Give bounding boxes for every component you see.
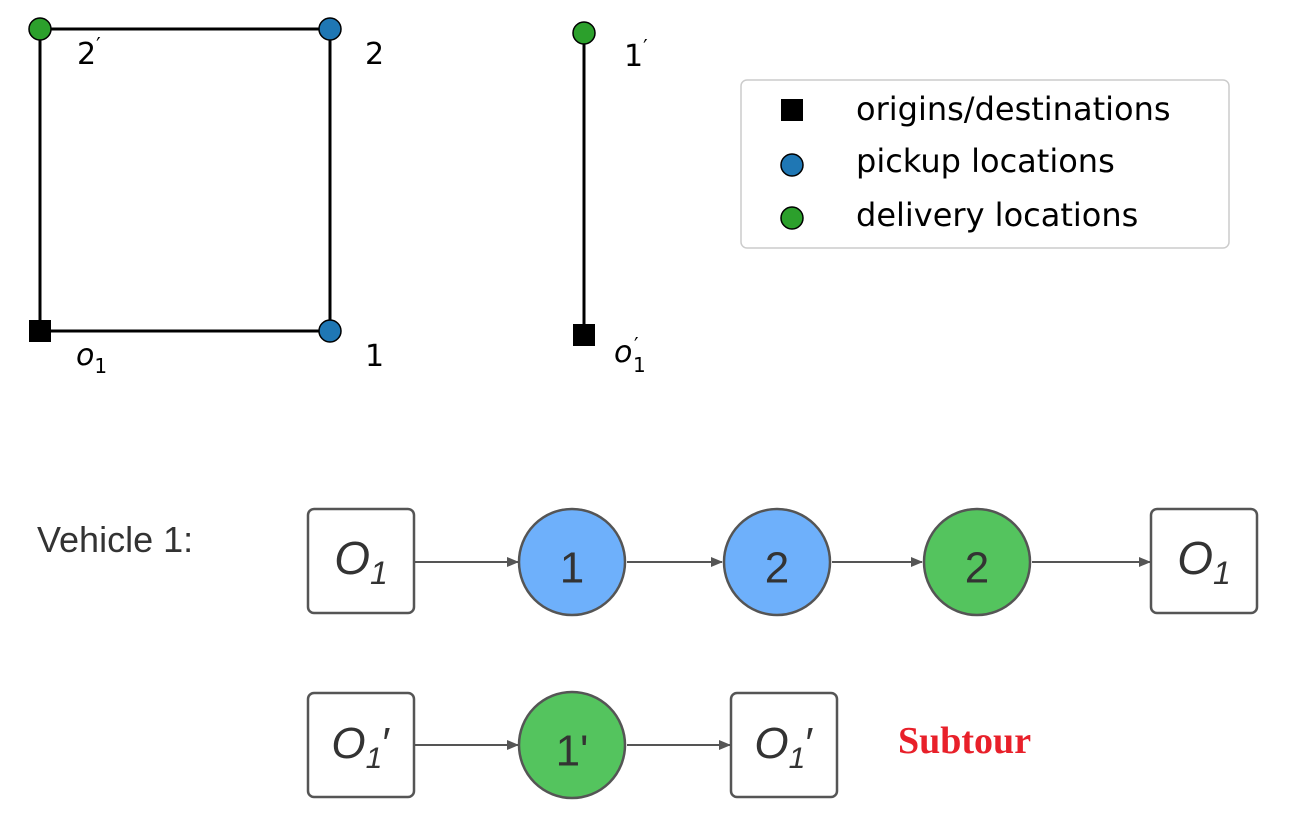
- delivery-node-2-label: 2: [965, 544, 989, 593]
- delivery-marker-2p: [28, 17, 52, 41]
- delivery-node-2: [922, 507, 1032, 617]
- delivery-node-1p-label: 1': [556, 727, 589, 776]
- label-o1p: o′1: [614, 333, 646, 377]
- label-2: 2: [365, 37, 384, 72]
- delivery-marker-1p: [572, 21, 596, 45]
- pickup-node-1: [517, 507, 627, 617]
- label-1p: 1′: [624, 35, 648, 74]
- subtour-origin-box-start-label: O1′: [331, 719, 390, 775]
- pickup-marker-2: [318, 17, 342, 41]
- legend-square-icon: [781, 99, 803, 121]
- sequence-row-1: O1 1 2 2 O1: [306, 507, 1259, 617]
- label-o1: o1: [76, 338, 107, 378]
- origin-marker-o1p: [573, 324, 595, 346]
- vehicle-label: Vehicle 1:: [37, 519, 193, 560]
- label-1: 1: [365, 339, 384, 374]
- origin-box-end: [1149, 507, 1259, 615]
- pickup-marker-1: [318, 319, 342, 343]
- origin-box-start: [306, 507, 416, 615]
- legend-label-origins: origins/destinations: [856, 90, 1171, 128]
- subtour-origin-box-end-label: O1′: [754, 719, 813, 775]
- origin-box-start-label: O1: [334, 532, 388, 591]
- pickup-node-2-label: 2: [765, 544, 789, 593]
- subtour-origin-box-start: [306, 691, 416, 799]
- origin-marker-o1: [29, 320, 51, 342]
- pickup-node-1-label: 1: [560, 544, 584, 593]
- origin-box-end-label: O1: [1177, 532, 1231, 591]
- delivery-node-1p: [517, 690, 627, 800]
- legend-frame: [740, 79, 1230, 249]
- legend-delivery-circle-icon: [780, 206, 804, 230]
- subtour-label: Subtour: [898, 720, 1031, 762]
- sequence-row-2: O1′ 1' O1′ Subtour: [306, 690, 1031, 800]
- route-plot: 2′ 2 1 o1 1′ o′1: [28, 17, 648, 378]
- legend-pickup-circle-icon: [780, 153, 804, 177]
- legend: origins/destinations pickup locations de…: [740, 79, 1230, 249]
- label-2p: 2′: [77, 33, 101, 72]
- pickup-node-2: [722, 507, 832, 617]
- subtour-origin-box-end: [729, 691, 839, 799]
- legend-label-delivery: delivery locations: [856, 196, 1138, 234]
- legend-label-pickup: pickup locations: [856, 142, 1115, 180]
